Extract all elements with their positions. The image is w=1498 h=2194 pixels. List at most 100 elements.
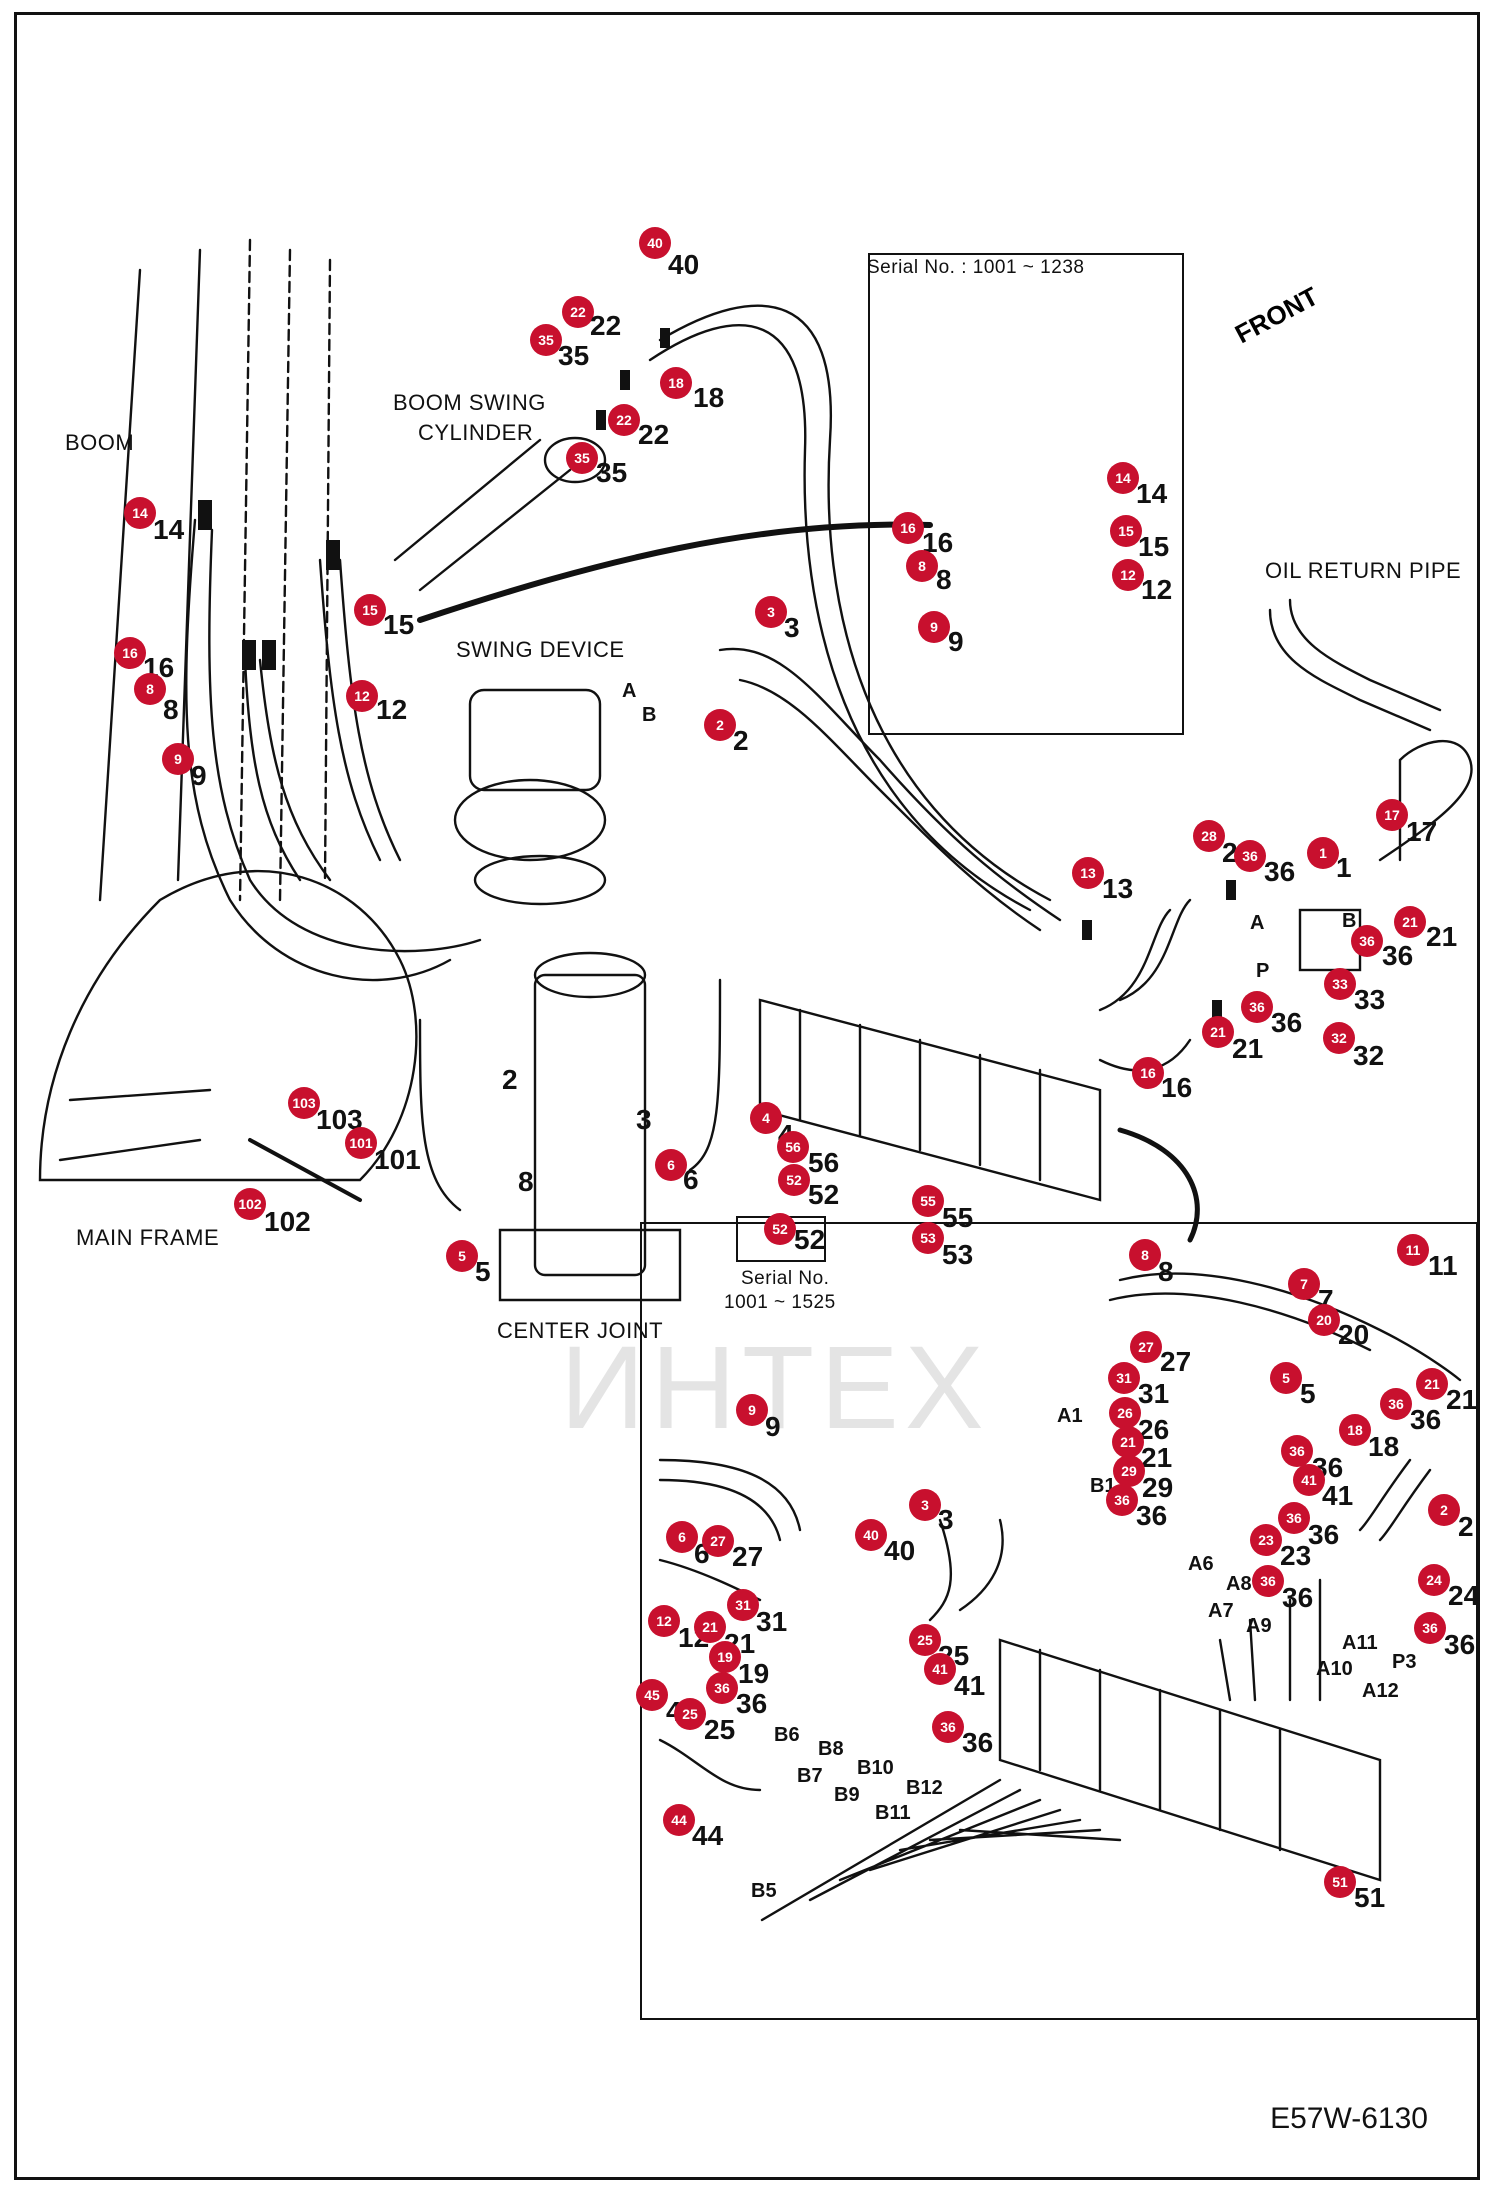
swing-device bbox=[468, 688, 602, 792]
drawing-ref: E57W-6130 bbox=[1270, 2102, 1428, 2135]
port-p3: P3 bbox=[1392, 1651, 1417, 1673]
part-number-9a: 9 bbox=[191, 760, 207, 791]
callout-bubble-55: 55 bbox=[912, 1185, 944, 1217]
port-b12: B12 bbox=[906, 1777, 943, 1799]
callout-bubble-35b: 35 bbox=[566, 442, 598, 474]
part-number-36b: 36 bbox=[1382, 940, 1414, 971]
callout-bubble-36h: 36 bbox=[1252, 1565, 1284, 1597]
callout-bubble-51: 51 bbox=[1324, 1866, 1356, 1898]
callout-bubble-40: 40 bbox=[639, 227, 671, 259]
callout-bubble-36f: 36 bbox=[1106, 1484, 1138, 1516]
label-boom: BOOM bbox=[65, 430, 135, 455]
part-number-31a: 31 bbox=[1138, 1378, 1170, 1409]
part-number-18a: 18 bbox=[693, 382, 725, 413]
part-number-36d: 36 bbox=[1410, 1404, 1442, 1435]
callout-bubble-27b: 27 bbox=[702, 1525, 734, 1557]
part-number-40: 40 bbox=[668, 249, 700, 280]
callout-bubble-21b: 21 bbox=[1202, 1016, 1234, 1048]
part-number-6a: 6 bbox=[683, 1164, 699, 1195]
part-number-36f: 36 bbox=[1136, 1500, 1168, 1531]
callout-bubble-23: 23 bbox=[1250, 1524, 1282, 1556]
part-number-1a: 1 bbox=[1336, 852, 1352, 883]
callout-bubble-25a: 25 bbox=[909, 1624, 941, 1656]
port-a7: A7 bbox=[1208, 1600, 1234, 1622]
part-number-2c: 2 bbox=[1458, 1511, 1474, 1542]
callout-bubble-36j: 36 bbox=[706, 1672, 738, 1704]
part-number-35b: 35 bbox=[596, 457, 628, 488]
part-number-22a: 22 bbox=[590, 310, 622, 341]
part-number-3c: 3 bbox=[938, 1504, 954, 1535]
oil-return-pipe bbox=[1288, 598, 1442, 712]
boom-outline bbox=[98, 248, 202, 902]
center-joint bbox=[533, 973, 647, 1277]
callout-bubble-2c: 2 bbox=[1428, 1494, 1460, 1526]
part-number-9c: 9 bbox=[765, 1411, 781, 1442]
callout-bubble-102: 102 bbox=[234, 1188, 266, 1220]
callout-bubble-1a: 1 bbox=[1307, 837, 1339, 869]
callout-bubble-15b: 15 bbox=[1110, 515, 1142, 547]
callout-bubble-21c: 21 bbox=[1416, 1368, 1448, 1400]
part-number-36h: 36 bbox=[1282, 1582, 1314, 1613]
valve-detail-box bbox=[640, 1222, 1478, 2020]
part-number-12b: 12 bbox=[1141, 574, 1173, 605]
port-b6: B6 bbox=[774, 1724, 800, 1746]
part-number-21a: 21 bbox=[1426, 921, 1458, 952]
callout-bubble-40b: 40 bbox=[855, 1519, 887, 1551]
part-number-22b: 22 bbox=[638, 419, 670, 450]
part-number-2b: 2 bbox=[502, 1064, 518, 1095]
port-a-block: A bbox=[1250, 912, 1265, 934]
part-number-21c: 21 bbox=[1446, 1384, 1478, 1415]
part-number-2a: 2 bbox=[733, 725, 749, 756]
callout-bubble-31b: 31 bbox=[727, 1589, 759, 1621]
hose-17 bbox=[1378, 739, 1473, 862]
part-number-5b: 5 bbox=[1300, 1378, 1316, 1409]
callout-bubble-13: 13 bbox=[1072, 857, 1104, 889]
callout-bubble-3c: 3 bbox=[909, 1489, 941, 1521]
callout-bubble-22b: 22 bbox=[608, 404, 640, 436]
callout-bubble-44: 44 bbox=[663, 1804, 695, 1836]
part-number-17: 17 bbox=[1406, 816, 1438, 847]
label-center-joint: CENTER JOINT bbox=[497, 1318, 664, 1343]
part-number-5a: 5 bbox=[475, 1256, 491, 1287]
part-number-41b: 41 bbox=[954, 1670, 986, 1701]
detail-valve-block bbox=[998, 1638, 1382, 1882]
part-number-8c: 8 bbox=[518, 1166, 534, 1197]
callout-bubble-29: 29 bbox=[1113, 1455, 1145, 1487]
callout-bubble-36e: 36 bbox=[1281, 1435, 1313, 1467]
label-serial-small-1: Serial No. bbox=[741, 1268, 830, 1289]
part-number-55: 55 bbox=[942, 1202, 974, 1233]
part-number-13: 13 bbox=[1102, 873, 1134, 904]
callout-bubble-31a: 31 bbox=[1108, 1362, 1140, 1394]
part-number-36g: 36 bbox=[1308, 1519, 1340, 1550]
part-number-35a: 35 bbox=[558, 340, 590, 371]
port-b10: B10 bbox=[857, 1757, 894, 1779]
part-number-52b: 52 bbox=[794, 1224, 826, 1255]
callout-bubble-22a: 22 bbox=[562, 296, 594, 328]
callout-bubble-12c: 12 bbox=[648, 1605, 680, 1637]
part-number-16c: 16 bbox=[1161, 1072, 1193, 1103]
callout-bubble-36a: 36 bbox=[1234, 840, 1266, 872]
callout-bubble-6b: 6 bbox=[666, 1521, 698, 1553]
callout-bubble-41b: 41 bbox=[924, 1653, 956, 1685]
callout-bubble-5a: 5 bbox=[446, 1240, 478, 1272]
part-number-3b: 3 bbox=[636, 1104, 652, 1135]
callout-bubble-12a: 12 bbox=[346, 680, 378, 712]
part-number-51: 51 bbox=[1354, 1882, 1386, 1913]
callout-bubble-8d: 8 bbox=[1129, 1239, 1161, 1271]
part-number-8b: 8 bbox=[936, 564, 952, 595]
callout-bubble-52a: 52 bbox=[778, 1164, 810, 1196]
port-b5: B5 bbox=[751, 1880, 777, 1902]
callout-bubble-18b: 18 bbox=[1339, 1414, 1371, 1446]
callout-bubble-21d: 21 bbox=[1112, 1426, 1144, 1458]
callout-bubble-25b: 25 bbox=[674, 1698, 706, 1730]
callout-bubble-4: 4 bbox=[750, 1102, 782, 1134]
callout-bubble-2a: 2 bbox=[704, 709, 736, 741]
port-a10: A10 bbox=[1316, 1658, 1353, 1680]
port-p-block: P bbox=[1256, 960, 1270, 982]
callout-bubble-26: 26 bbox=[1109, 1397, 1141, 1429]
main-frame-outline bbox=[38, 869, 418, 1182]
port-a8: A8 bbox=[1226, 1573, 1252, 1595]
callout-bubble-8b: 8 bbox=[906, 550, 938, 582]
callout-bubble-41a: 41 bbox=[1293, 1464, 1325, 1496]
